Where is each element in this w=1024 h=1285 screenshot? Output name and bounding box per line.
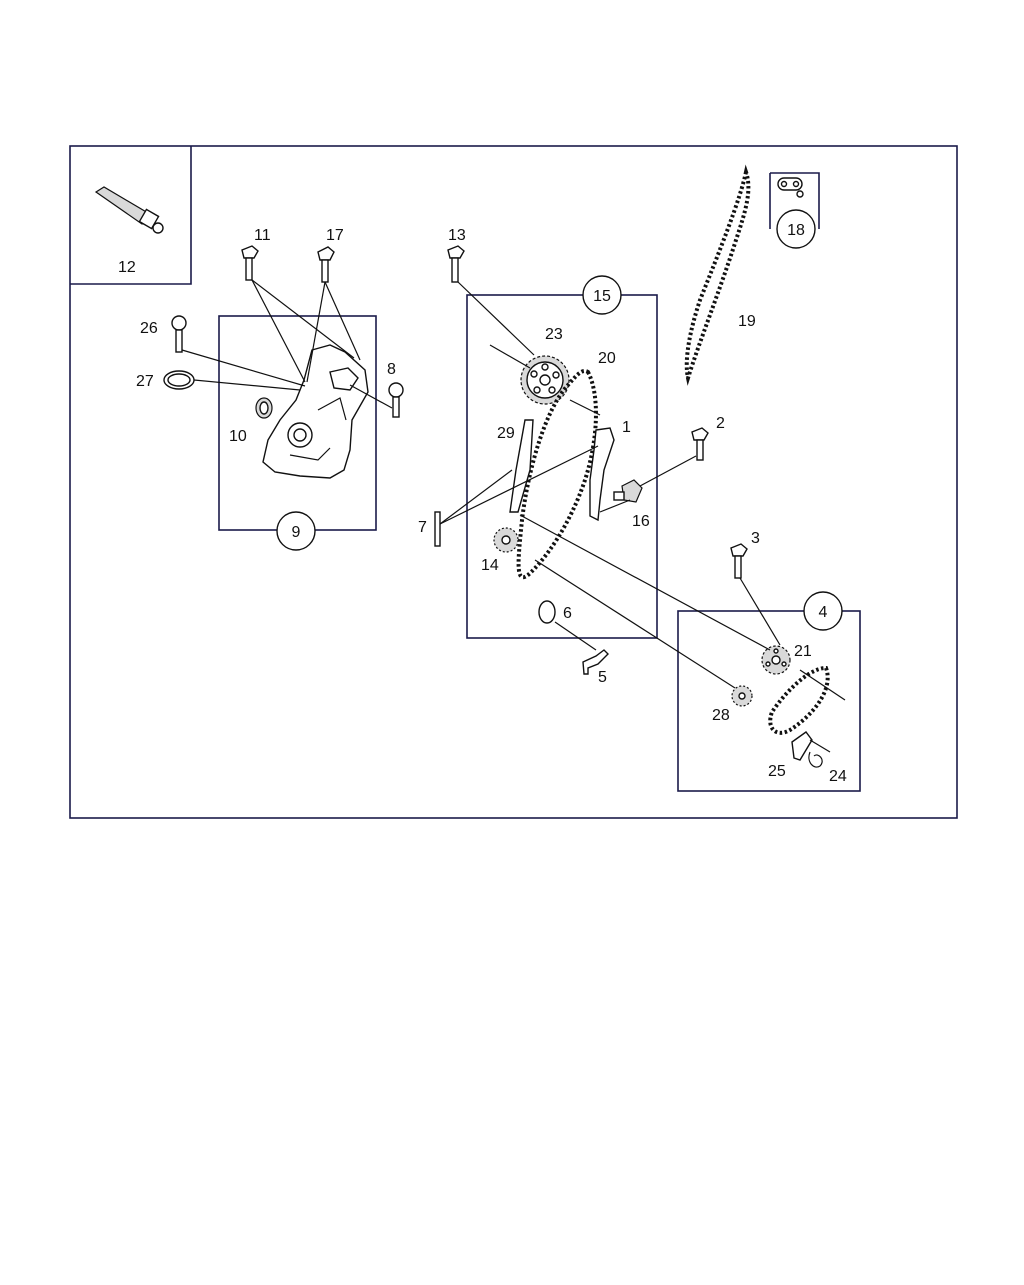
callout-24: 24 (829, 768, 847, 785)
callout-28: 28 (712, 707, 730, 724)
leader-20 (569, 399, 601, 416)
callout-12: 12 (118, 259, 136, 276)
group-callout-4 (803, 591, 843, 631)
callout-20: 20 (598, 350, 616, 367)
leader-chain-axis (799, 669, 846, 701)
inset-box-18 (770, 172, 820, 229)
tensioner-rail-1-icon (589, 427, 615, 522)
seal-10-icon (255, 397, 273, 419)
leader-26 (181, 349, 306, 387)
spring-24-icon (808, 751, 823, 768)
clip-5-icon (582, 649, 609, 675)
callout-11: 11 (254, 227, 271, 244)
group-box-4 (677, 610, 861, 792)
callout-3: 3 (751, 530, 760, 547)
bolt-3-icon (730, 543, 748, 579)
callout-23: 23 (545, 326, 563, 343)
callout-14: 14 (481, 557, 499, 574)
guide-rail-29-icon (509, 419, 534, 513)
leader-3 (739, 577, 781, 646)
group-callout-18 (776, 209, 816, 249)
callout-10: 10 (229, 428, 247, 445)
oil-pump-chain-icon (768, 665, 830, 735)
bolt-17-icon (317, 246, 335, 283)
callout-6: 6 (563, 605, 572, 622)
leader-7b (439, 445, 599, 525)
sprocket-28-icon (731, 685, 753, 707)
sealant-tube-icon (94, 186, 164, 234)
leader-24 (809, 739, 831, 753)
callout-16: 16 (632, 513, 650, 530)
leader-28 (534, 559, 736, 689)
group-box-15 (466, 294, 658, 639)
chain-19-icon (684, 164, 751, 386)
callout-2: 2 (716, 415, 725, 432)
oring-27-icon (163, 370, 195, 390)
leader-11b (251, 279, 355, 359)
leader-17a (306, 281, 326, 383)
pin-7-icon (434, 511, 441, 547)
callout-17: 17 (326, 227, 344, 244)
callout-5: 5 (598, 669, 607, 686)
callout-9: 9 (292, 524, 301, 541)
callout-15: 15 (593, 288, 611, 305)
leader-16 (599, 499, 631, 513)
callout-4: 4 (819, 604, 828, 621)
group-callout-9 (276, 511, 316, 551)
sprocket-21-icon (761, 645, 791, 675)
group-callout-15 (582, 275, 622, 315)
chain-link-18-icon (777, 177, 804, 198)
oring-6-icon (538, 600, 556, 624)
callout-27: 27 (136, 373, 154, 390)
callout-8: 8 (387, 361, 396, 378)
leader-11a (251, 279, 306, 383)
bolt-8-icon (388, 382, 404, 418)
callout-13: 13 (448, 227, 466, 244)
leader-2 (639, 455, 697, 487)
leader-21 (519, 514, 771, 651)
leader-8 (349, 384, 393, 409)
leader-13 (457, 281, 535, 356)
outer-frame (69, 145, 958, 819)
bolt-26-icon (171, 315, 187, 353)
bolt-2-icon (691, 427, 709, 461)
crank-sprocket-14-icon (493, 527, 519, 553)
leader-23-axis (489, 344, 531, 369)
cam-sprocket-23-icon (520, 355, 570, 405)
timing-cover-icon (262, 344, 369, 479)
leader-27 (193, 379, 301, 391)
callout-26: 26 (140, 320, 158, 337)
leader-17b (324, 281, 361, 361)
inset-box-12 (70, 146, 192, 285)
tensioner-16-icon (613, 479, 643, 503)
bolt-13-icon (447, 245, 465, 283)
callout-7: 7 (418, 519, 427, 536)
bolt-11-icon (241, 245, 259, 281)
callout-1: 1 (622, 419, 631, 436)
callout-29: 29 (497, 425, 515, 442)
callout-19: 19 (738, 313, 756, 330)
callout-18: 18 (787, 222, 805, 239)
leader-6 (554, 621, 597, 651)
callout-21: 21 (794, 643, 812, 660)
callout-25: 25 (768, 763, 786, 780)
leader-7a (439, 469, 513, 525)
timing-chain-20-icon (516, 369, 598, 579)
tensioner-arm-25-icon (791, 731, 813, 761)
